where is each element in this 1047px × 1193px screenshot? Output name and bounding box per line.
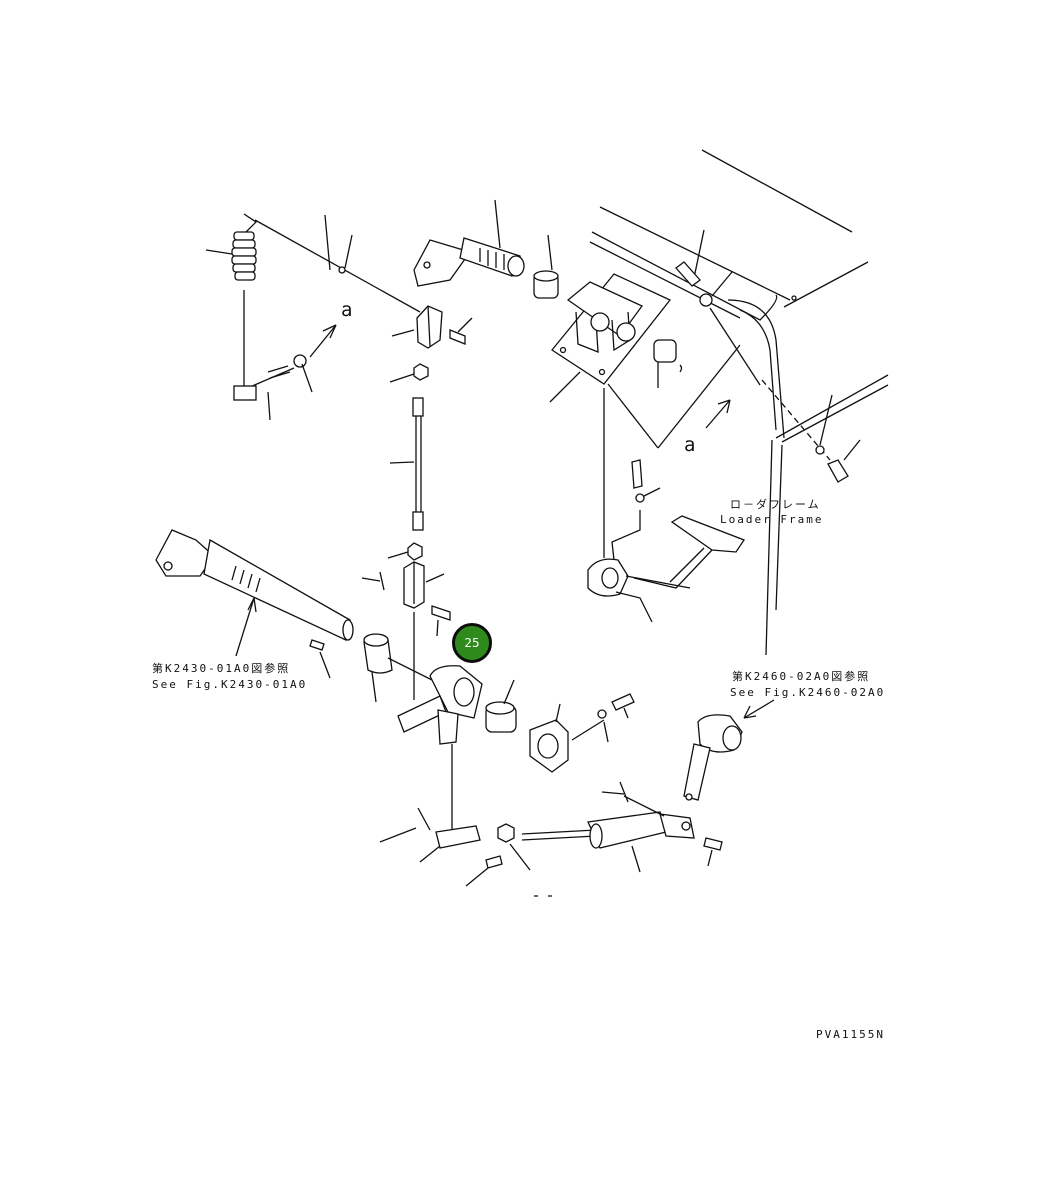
part-callout-25[interactable]: 25 <box>452 623 492 663</box>
view-marker-a-right: a <box>684 434 696 456</box>
reference-left-en: See Fig.K2430-01A0 <box>152 678 308 691</box>
pedal-bracket <box>549 273 741 558</box>
brake-pedal <box>587 459 745 623</box>
view-marker-a-upper: a <box>341 299 353 321</box>
clamp-fitting <box>529 693 635 773</box>
loader-frame-label-jp: ロ－ダフレーム <box>730 498 821 511</box>
loader-frame-label-en: Loader Frame <box>720 513 824 526</box>
frame-bolts <box>675 229 861 483</box>
spring-linkage <box>205 213 421 421</box>
long-shaft <box>155 529 354 679</box>
control-rod <box>387 397 424 561</box>
drawing-code: PVA1155N <box>816 1028 885 1041</box>
reference-right-jp: 第K2460-02A0図参照 <box>732 670 871 683</box>
reference-left-jp: 第K2430-01A0図参照 <box>152 662 291 675</box>
reference-right-en: See Fig.K2460-02A0 <box>730 686 886 699</box>
upper-clevis <box>389 305 473 383</box>
right-lever <box>683 699 775 801</box>
lower-lever <box>363 633 517 830</box>
lower-clevis <box>361 561 451 700</box>
bottom-linkage <box>379 781 723 897</box>
loader-frame <box>589 149 889 656</box>
upper-shaft <box>413 199 559 299</box>
